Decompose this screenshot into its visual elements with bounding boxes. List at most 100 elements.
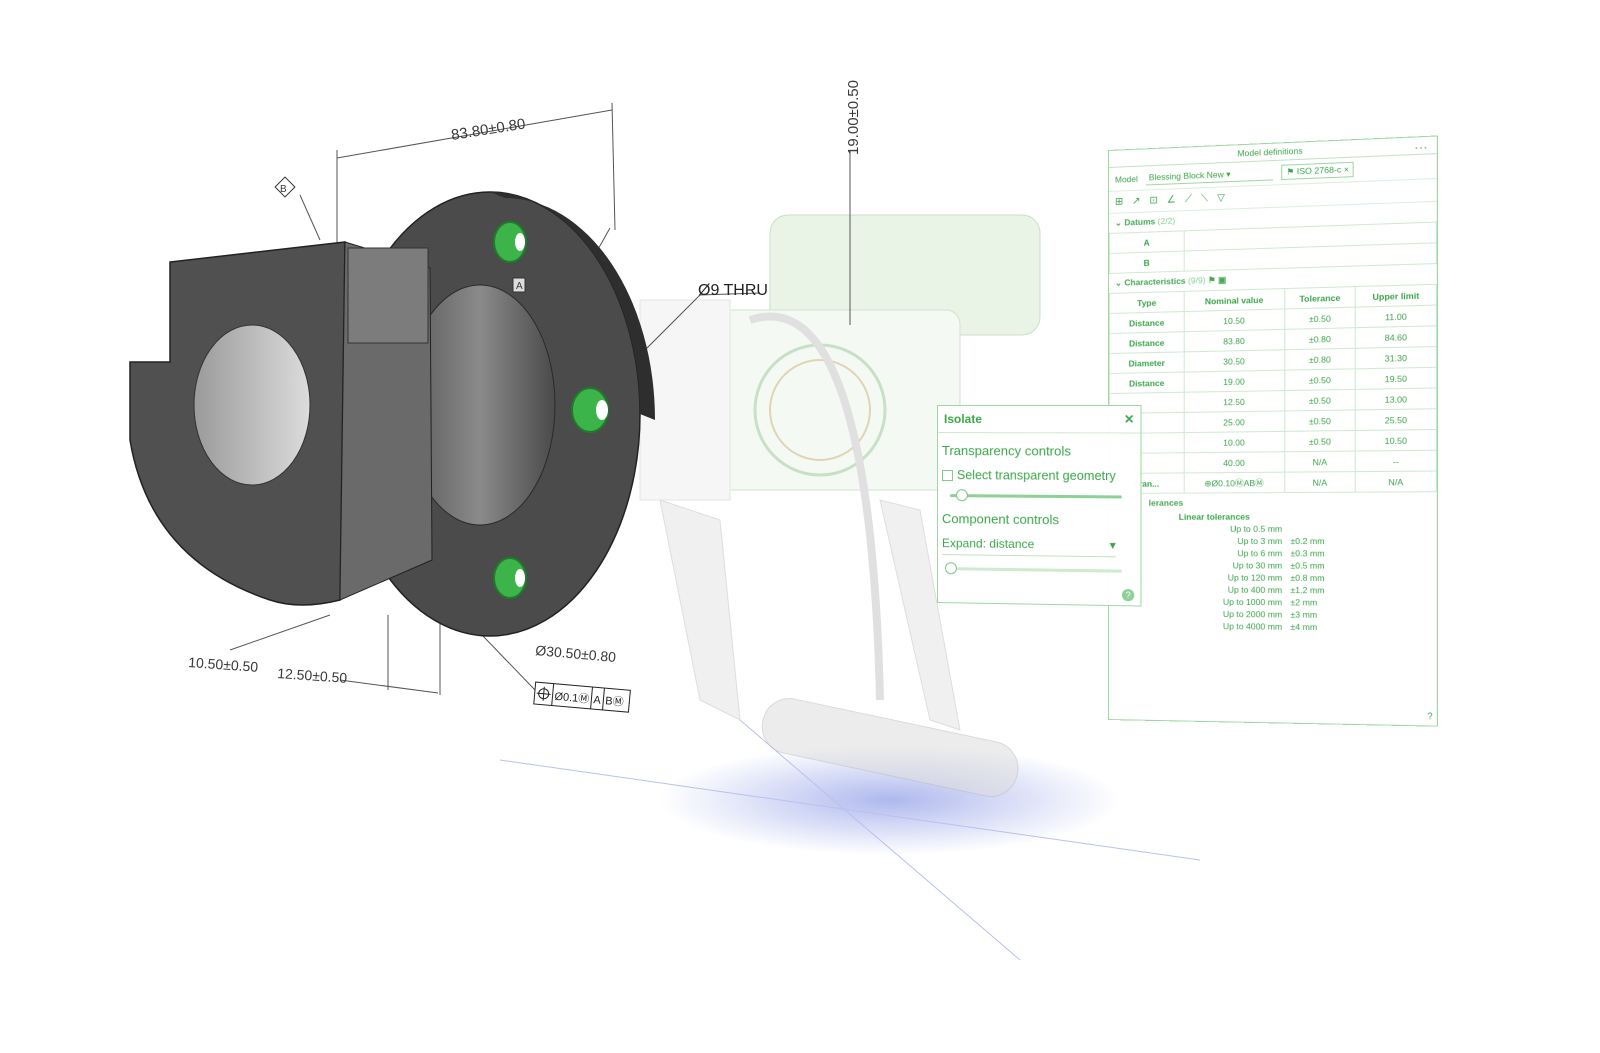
dim-diameter[interactable]: Ø30.50±0.80 [535, 642, 617, 665]
cell: ±0.80 [1284, 327, 1356, 350]
component-slider[interactable] [944, 562, 1122, 575]
range-label: Up to 1000 mm [1222, 596, 1283, 608]
dim-thick2[interactable]: 12.50±0.50 [277, 665, 348, 686]
transparent-assembly[interactable] [639, 214, 1041, 801]
datums-label: Datums [1124, 216, 1156, 228]
model-select[interactable]: Blessing Block New ▾ [1145, 165, 1274, 185]
range-value: ±0.3 mm [1290, 548, 1325, 559]
selected-part[interactable] [129, 191, 655, 637]
cell: ±0.50 [1284, 307, 1356, 330]
column-header[interactable]: Tolerance [1284, 286, 1356, 309]
cell: Diameter [1109, 351, 1185, 374]
datums-count: (2/2) [1157, 215, 1176, 227]
cell: -- [1355, 450, 1437, 472]
cell: 19.50 [1355, 367, 1437, 390]
datum-a-marker[interactable]: A [512, 277, 526, 293]
more-options-icon[interactable]: ... [1414, 136, 1429, 152]
tolerances-section[interactable]: lerances [1109, 492, 1437, 512]
range-value [1290, 524, 1352, 534]
view-icon[interactable]: ▣ [1218, 274, 1227, 285]
range-label: Up to 400 mm [1227, 584, 1283, 596]
fcf-tolerance: Ø0.1Ⓜ [554, 690, 590, 706]
fcf-datum-b: BⓂ [605, 694, 624, 709]
checkbox-label: Select transparent geometry [956, 468, 1116, 484]
column-header[interactable]: Upper limit [1355, 284, 1437, 308]
cell: 25.00 [1184, 410, 1285, 433]
panel-title: Model definitions [1237, 145, 1303, 159]
cell: 31.30 [1355, 346, 1437, 369]
cell: 10.50 [1184, 308, 1285, 332]
cell: 84.60 [1355, 325, 1437, 349]
expand-value: Expand: distance [941, 536, 1035, 552]
model-definitions-panel[interactable]: Model definitions ... Model Blessing Blo… [1108, 135, 1438, 727]
component-controls-label: Component controls [941, 511, 1059, 528]
help-icon[interactable]: ? [1121, 588, 1135, 602]
feature-control-frame[interactable]: Ø0.1Ⓜ A BⓂ [533, 681, 631, 713]
dim-width[interactable]: 83.80±0.80 [450, 115, 527, 144]
cell: 40.00 [1184, 451, 1285, 473]
cell: ±0.50 [1284, 430, 1356, 452]
cell: 10.50 [1355, 429, 1437, 452]
chevron-down-icon: ▾ [1109, 537, 1116, 553]
range-value: ±0.5 mm [1290, 560, 1325, 571]
cell: 83.80 [1184, 329, 1285, 352]
filter-icon[interactable]: ⚑ [1208, 274, 1216, 286]
expand-dropdown[interactable]: Expand: distance ▾ [941, 536, 1116, 558]
transparency-controls-label: Transparency controls [941, 443, 1071, 459]
select-transparent-checkbox[interactable]: Select transparent geometry [938, 462, 1140, 485]
column-header[interactable]: Nominal value [1184, 288, 1285, 312]
diameter-tool-icon[interactable]: ⟍ [1200, 193, 1209, 205]
cell: N/A [1284, 471, 1356, 493]
slider-handle[interactable] [944, 562, 957, 575]
checkbox-box[interactable] [941, 469, 953, 481]
fcf-datum-a: A [593, 694, 602, 707]
isolate-dialog[interactable]: Isolate ✕ Transparency controls Select t… [937, 405, 1142, 607]
datum-tool-icon[interactable]: ⊞ [1114, 196, 1124, 208]
cell: 13.00 [1355, 388, 1437, 410]
standard-chip[interactable]: ⚑ ISO 2768-c × [1281, 161, 1355, 181]
range-label: Up to 30 mm [1232, 560, 1283, 571]
isolate-header: Isolate ✕ [937, 406, 1141, 434]
range-value: ±0.8 mm [1290, 572, 1325, 584]
isolate-title: Isolate [943, 412, 982, 427]
thru-holes[interactable] [493, 221, 609, 599]
column-header[interactable]: Type [1109, 291, 1185, 314]
cell: 11.00 [1355, 305, 1437, 328]
range-label: Up to 4000 mm [1222, 621, 1283, 632]
datum-b-label: B [280, 184, 287, 195]
cell: 10.00 [1184, 431, 1285, 453]
dim-thick1[interactable]: 10.50±0.50 [188, 654, 259, 675]
cell: ⊕Ø0.10ⓂABⓂ [1184, 472, 1285, 494]
cell: N/A [1284, 451, 1356, 473]
model-label: Model [1114, 173, 1138, 185]
range-label: Up to 2000 mm [1222, 608, 1283, 620]
cell: ±0.80 [1284, 348, 1356, 371]
range-label: Up to 0.5 mm [1230, 523, 1283, 534]
range-label: Up to 120 mm [1227, 572, 1283, 583]
cell: Distance [1109, 331, 1185, 354]
range-value: ±0.2 mm [1290, 535, 1325, 547]
range-value: ±2 mm [1290, 597, 1318, 608]
angle-tool-icon[interactable]: ∠ [1166, 194, 1176, 206]
slider-handle[interactable] [955, 489, 968, 502]
linear-tolerances-heading: Linear tolerances [1178, 511, 1250, 522]
radius-tool-icon[interactable]: ⟋ [1184, 193, 1192, 206]
tolerances-label: lerances [1148, 497, 1184, 508]
cell: 12.50 [1184, 390, 1285, 413]
characteristics-label: Characteristics [1124, 275, 1186, 288]
dim-height[interactable]: 19.00±0.50 [845, 80, 862, 155]
dimension-tool-icon[interactable]: ↗ [1132, 195, 1141, 208]
dim-thru[interactable]: Ø9 THRU [698, 282, 768, 299]
gdt-tool-icon[interactable]: ▽ [1217, 192, 1225, 204]
cell: N/A [1355, 471, 1437, 493]
cell: 25.50 [1355, 408, 1437, 431]
datum-b-marker[interactable]: B [274, 176, 296, 198]
hole-tool-icon[interactable]: ⊡ [1149, 195, 1158, 207]
panel-help-icon[interactable]: ? [1427, 710, 1433, 722]
datum-a-label: A [516, 281, 523, 292]
cell: 30.50 [1184, 349, 1285, 373]
close-icon[interactable]: ✕ [1123, 412, 1135, 427]
